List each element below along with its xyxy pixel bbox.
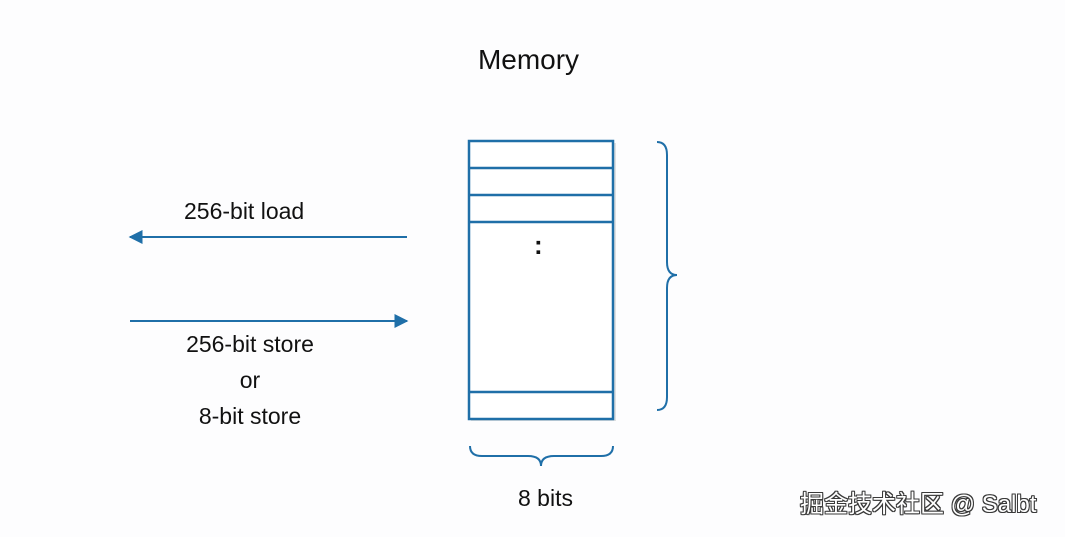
ellipsis-marker: : bbox=[534, 230, 543, 260]
height-brace bbox=[656, 141, 678, 411]
load-label: 256-bit load bbox=[184, 198, 305, 224]
diagram-title: Memory bbox=[477, 44, 580, 75]
width-label: 8 bits bbox=[518, 485, 573, 511]
memory-block bbox=[467, 139, 616, 421]
width-brace bbox=[469, 445, 614, 467]
store-label-line: 8-bit store bbox=[198, 403, 302, 429]
watermark: 掘金技术社区 @ Salbt bbox=[800, 491, 1037, 518]
store-label-line: 256-bit store bbox=[186, 331, 314, 357]
store-label-line: or bbox=[239, 367, 261, 393]
